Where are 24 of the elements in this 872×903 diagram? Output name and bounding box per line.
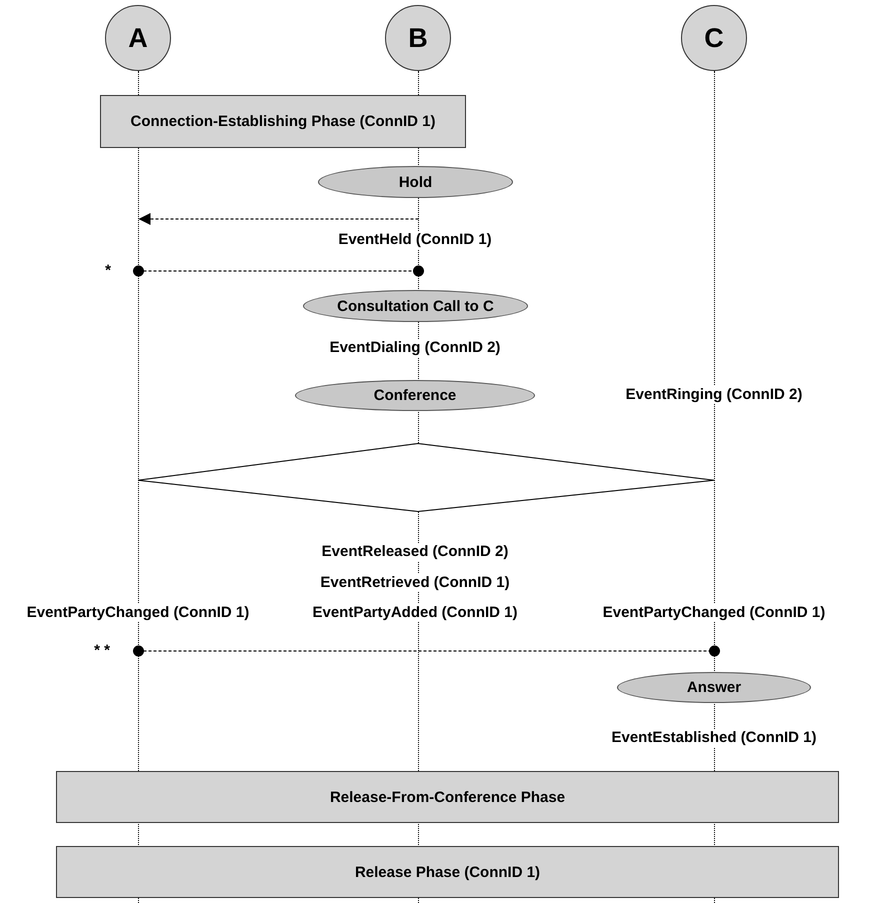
node-label: Release-From-Conference Phase [330,788,566,806]
event-label: EventDialing (ConnID 2) [328,339,502,357]
event-label: EventPartyChanged (ConnID 1) [24,604,252,622]
message-arrow [138,213,419,225]
conference-diamond [138,443,714,512]
node-label: Conference [374,387,456,404]
message-line [133,266,424,276]
event-label: EventReleased (ConnID 2) [320,543,510,561]
participant-letter: A [128,22,148,54]
message-line [133,646,720,656]
event-label: EventRinging (ConnID 2) [624,386,804,404]
phase-box [100,95,466,148]
event-label: EventRetrieved (ConnID 1) [318,574,512,592]
participant-letter: C [704,22,724,54]
participant-letter: B [408,22,428,54]
node-label: Release Phase (ConnID 1) [354,864,540,880]
phase-box [56,846,839,898]
event-label: EventPartyChanged (ConnID 1) [600,604,828,622]
node-label: Consultation Call to C [337,298,494,314]
event-label: EventHeld (ConnID 1) [336,231,494,249]
node-label: Connection-Establishing Phase (ConnID 1) [130,113,436,130]
node-label: Hold [398,174,432,190]
node-label: Answer [686,679,742,696]
phase-box [56,771,839,823]
